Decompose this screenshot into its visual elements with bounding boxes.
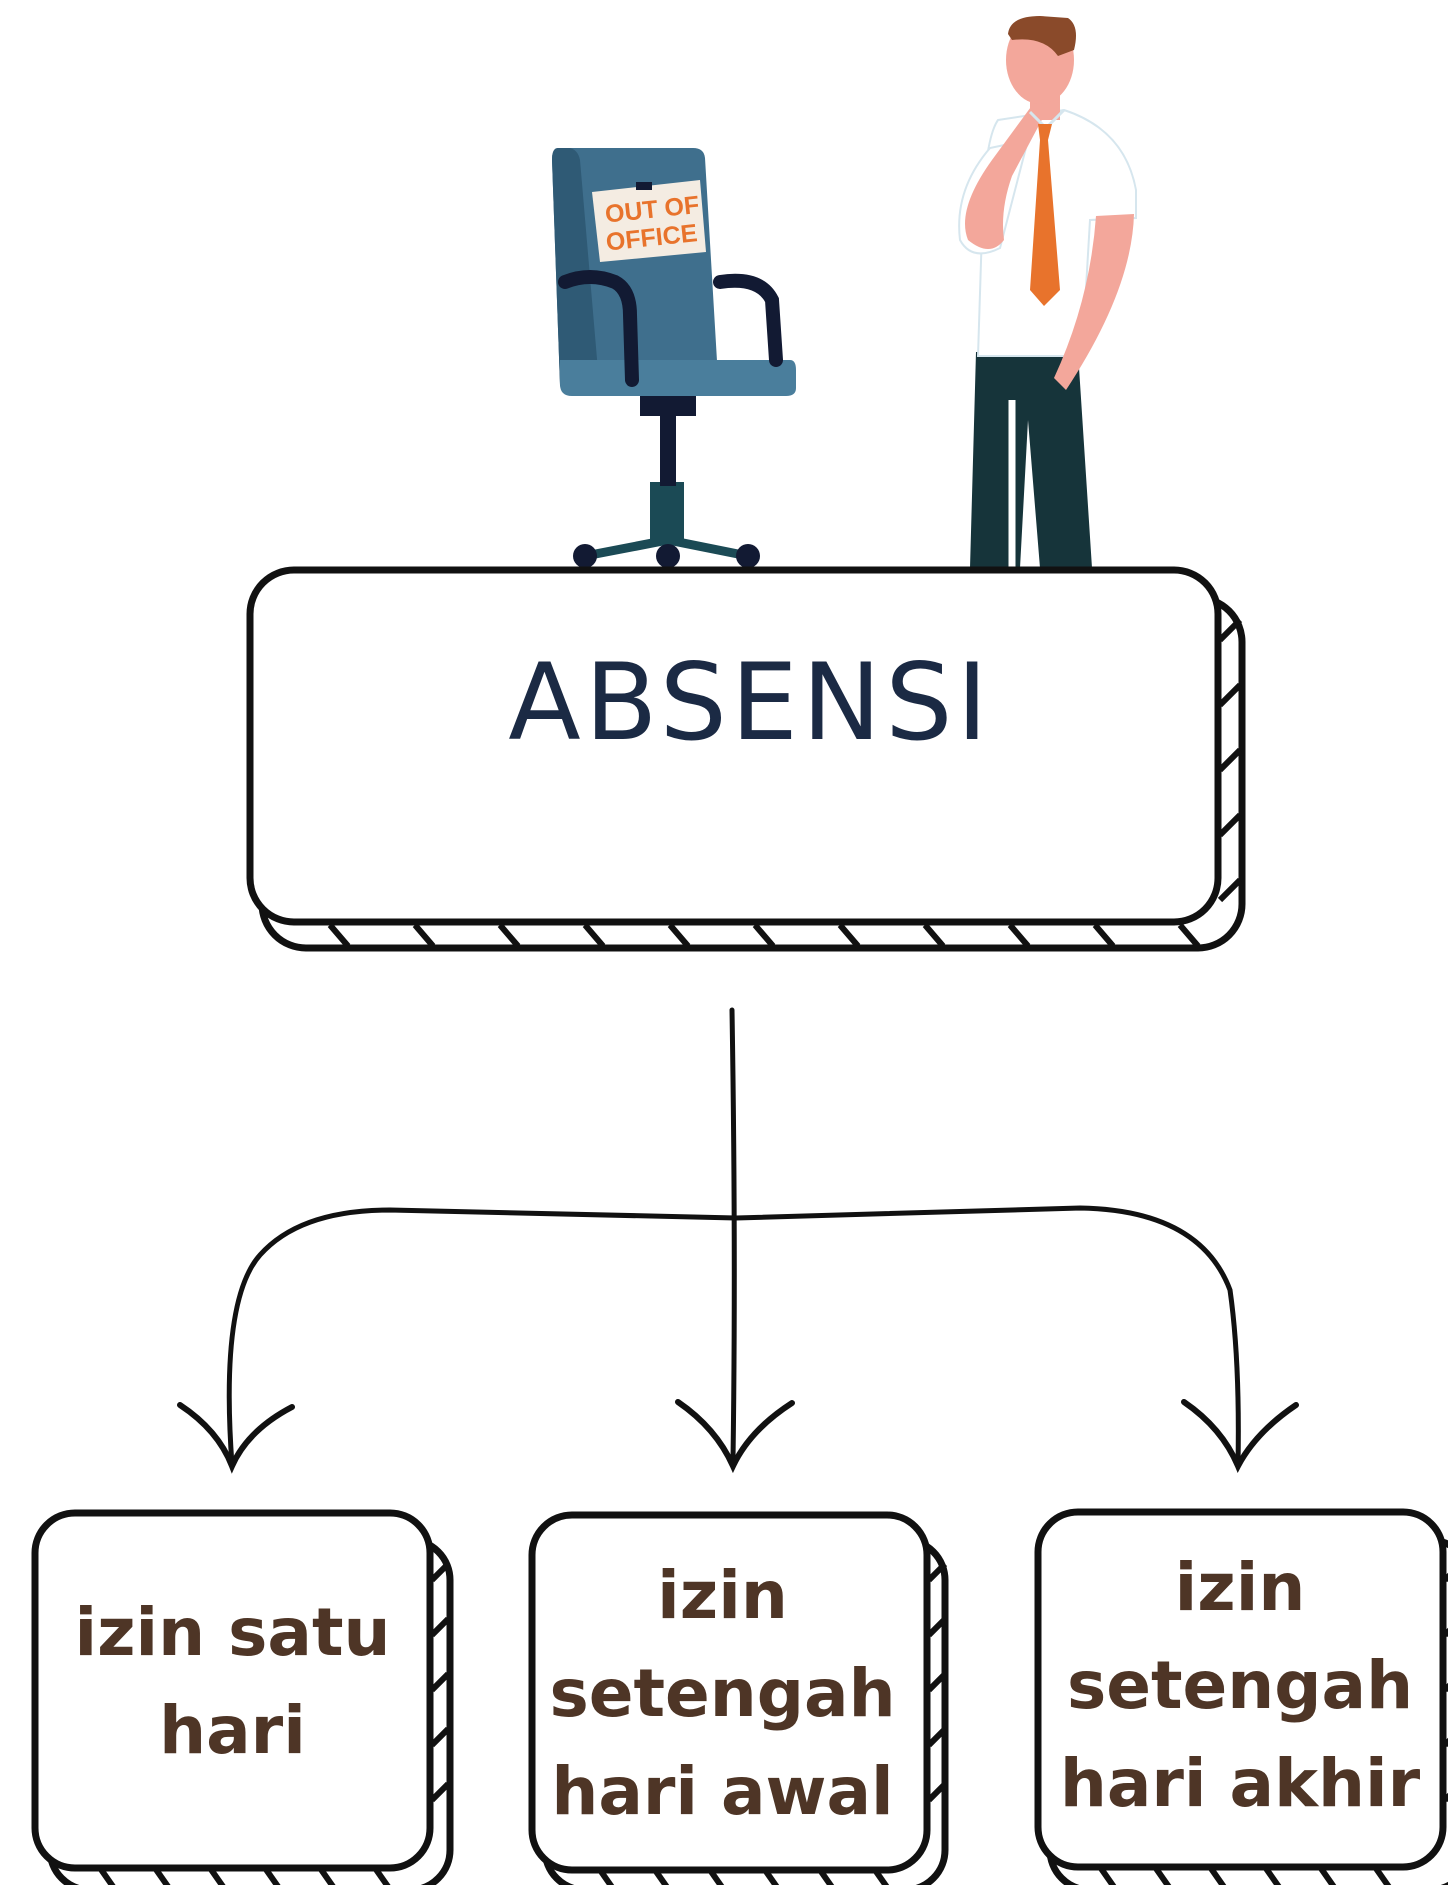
hatch-line bbox=[1092, 923, 1116, 948]
hatch-line bbox=[1177, 923, 1201, 948]
option-box-2 bbox=[528, 1511, 949, 1885]
hatch-line bbox=[429, 1726, 451, 1748]
option-3-line-3: hari akhir bbox=[1059, 1745, 1421, 1822]
hatch-line bbox=[412, 923, 436, 948]
center-connector-line bbox=[729, 1007, 737, 1463]
flow-connectors bbox=[177, 1007, 1299, 1474]
hatch-line bbox=[667, 923, 691, 948]
option-label-izin-satu-hari: izin satu hari bbox=[40, 1584, 425, 1780]
hatch-line bbox=[429, 1561, 451, 1583]
hatch-line bbox=[926, 1671, 948, 1693]
arrow-head-center-icon bbox=[675, 1399, 795, 1474]
hatch-line bbox=[1007, 923, 1031, 948]
hatch-line bbox=[926, 1561, 948, 1583]
hatch-line bbox=[429, 1781, 451, 1803]
hatch-line bbox=[926, 1781, 948, 1803]
hatch-line bbox=[497, 923, 521, 948]
hatch-line bbox=[429, 1671, 451, 1693]
out-of-office-sign: OUT OF OFFICE bbox=[592, 180, 706, 262]
option-1-line-1: izin satu bbox=[74, 1594, 391, 1671]
hatch-line bbox=[926, 1726, 948, 1748]
thinking-man-illustration bbox=[958, 16, 1137, 568]
option-3-line-2: setengah bbox=[1066, 1647, 1414, 1724]
option-2-line-3: hari awal bbox=[551, 1753, 894, 1830]
office-chair-illustration: OUT OF OFFICE bbox=[552, 148, 796, 568]
hatch-line bbox=[922, 923, 946, 948]
hatch-line bbox=[1217, 812, 1243, 838]
arrow-head-left-icon bbox=[177, 1402, 295, 1474]
option-box-1 bbox=[31, 1509, 454, 1885]
absensi-box bbox=[246, 566, 1246, 952]
option-label-izin-setengah-hari-akhir: izin setengah hari akhir bbox=[1040, 1539, 1440, 1833]
hatch-line bbox=[926, 1616, 948, 1638]
option-2-line-2: setengah bbox=[549, 1655, 896, 1732]
hatch-line bbox=[429, 1616, 451, 1638]
option-box-3 bbox=[1034, 1508, 1448, 1885]
hatch-line bbox=[327, 923, 351, 948]
branch-connector-line bbox=[226, 1205, 1241, 1468]
option-1-line-2: hari bbox=[159, 1692, 306, 1769]
arrow-head-right-icon bbox=[1181, 1399, 1299, 1473]
hatch-line bbox=[1217, 682, 1243, 708]
hatch-line bbox=[582, 923, 606, 948]
absensi-title: ABSENSI bbox=[508, 641, 992, 764]
hatch-line bbox=[752, 923, 776, 948]
hatch-line bbox=[1217, 747, 1243, 773]
option-label-izin-setengah-hari-awal: izin setengah hari awal bbox=[535, 1547, 910, 1841]
hatch-line bbox=[837, 923, 861, 948]
option-2-line-1: izin bbox=[657, 1557, 788, 1634]
hatch-line bbox=[1217, 617, 1243, 643]
hatch-line bbox=[1217, 877, 1243, 903]
option-3-line-1: izin bbox=[1174, 1549, 1306, 1626]
